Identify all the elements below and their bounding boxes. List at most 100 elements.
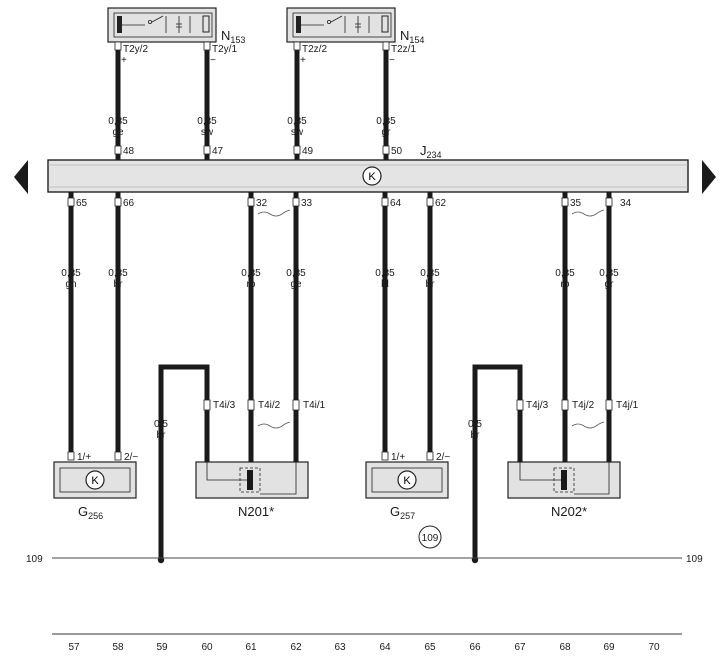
- svg-text:K: K: [403, 475, 411, 487]
- valve-n202: N202*: [507, 461, 621, 519]
- wire-size-label: 0,35: [197, 116, 217, 127]
- wire-size-label: 0,35: [108, 268, 128, 279]
- wire-size-label: 0,35: [599, 268, 619, 279]
- device-pin-label: T4i/3: [213, 400, 236, 411]
- wire-size-label: 0,5: [154, 419, 168, 430]
- relay-switch-icon: [117, 15, 210, 33]
- wire-color-label: gn: [65, 279, 76, 290]
- k-symbol-icon: K: [85, 470, 105, 490]
- k-symbol-icon: K: [397, 470, 417, 490]
- arrow-right-icon: [702, 160, 716, 194]
- top-wire-1: T2y/2 + 0,35 ge 48: [108, 41, 148, 160]
- twisted-pair-mark: [571, 421, 605, 429]
- ground-line-left-label: 109: [26, 554, 43, 565]
- ground-line-right-label: 109: [686, 554, 703, 565]
- pin-label: T2y/1: [212, 44, 237, 55]
- top-wire-2: T2y/1 − 0,35 sw 47: [197, 41, 237, 160]
- polarity-label: −: [389, 55, 395, 66]
- wire-size-label: 0,35: [375, 268, 395, 279]
- arrow-left-icon: [14, 160, 28, 194]
- wire-color-label: gr: [605, 279, 615, 290]
- grid-number: 57: [68, 642, 80, 653]
- polarity-label: +: [121, 55, 127, 66]
- bus-pin-label: 65: [76, 198, 88, 209]
- wire-size-label: 0,35: [376, 116, 396, 127]
- bottom-wire-7: 35 0,35 ro T4j/2: [555, 192, 595, 462]
- bus-pin-label: 33: [301, 198, 313, 209]
- wire-size-label: 0,35: [420, 268, 440, 279]
- wire-color-label: br: [114, 279, 124, 290]
- bottom-wire-4: 33 0,35 ge T4i/1: [286, 192, 326, 462]
- wire-color-label: ro: [247, 279, 256, 290]
- wire-color-label: br: [471, 430, 481, 441]
- top-wire-3: T2z/2 + 0,35 sw 49: [287, 41, 327, 160]
- grid-ruler: 57 58 59 60 61 62 63 64 65 66 67 68 69 7…: [52, 633, 682, 653]
- wire-color-label: br: [157, 430, 167, 441]
- grid-number: 66: [469, 642, 481, 653]
- control-unit-j234: K J234: [47, 143, 689, 193]
- n202-label: N202*: [551, 504, 587, 519]
- grid-number: 58: [112, 642, 124, 653]
- device-pin-label: 2/−: [436, 452, 450, 463]
- device-pin-label: T4i/2: [258, 400, 281, 411]
- wire-color-label: ro: [561, 279, 570, 290]
- wire-color-label: gr: [382, 127, 392, 138]
- wire-size-label: 0,35: [108, 116, 128, 127]
- top-wire-4: T2z/1 − 0,35 gr 50: [376, 41, 416, 160]
- device-pin-label: T4i/1: [303, 400, 326, 411]
- grid-number: 70: [648, 642, 660, 653]
- device-pin-label: T4j/1: [616, 400, 639, 411]
- ground-line-109: 109 109 109: [26, 525, 703, 565]
- bus-pin-label: 48: [123, 146, 135, 157]
- wire-size-label: 0,5: [468, 419, 482, 430]
- wire-color-label: ge: [290, 279, 302, 290]
- bus-pin-label: 32: [256, 198, 268, 209]
- component-n154: N154: [286, 7, 424, 45]
- bottom-wire-5: 64 0,35 bl 1/+: [375, 192, 405, 463]
- wire-size-label: 0,35: [241, 268, 261, 279]
- component-n153: N153: [107, 7, 245, 45]
- relay-switch-icon: [296, 15, 389, 33]
- wire-color-label: sw: [291, 127, 304, 138]
- bus-pin-label: 64: [390, 198, 402, 209]
- bus-pin-label: 62: [435, 198, 447, 209]
- wire-size-label: 0,35: [287, 116, 307, 127]
- device-pin-label: 2/−: [124, 452, 138, 463]
- bottom-wire-6: 62 0,35 br 2/−: [420, 192, 450, 463]
- bottom-wire-2: 66 0,35 br 2/−: [108, 192, 138, 463]
- grid-number: 63: [334, 642, 346, 653]
- n154-label: N154: [400, 28, 424, 45]
- grid-number: 59: [156, 642, 168, 653]
- svg-text:K: K: [368, 171, 376, 183]
- k-symbol-icon: K: [362, 166, 382, 186]
- device-pin-label: T4j/2: [572, 400, 595, 411]
- bottom-wire-8: 34 0,35 gr T4j/1: [599, 192, 639, 462]
- wire-size-label: 0,35: [61, 268, 81, 279]
- grid-number: 61: [245, 642, 257, 653]
- ground-ref-label: 109: [422, 533, 439, 544]
- pin-label: T2z/1: [391, 44, 416, 55]
- grid-number: 65: [424, 642, 436, 653]
- grid-number: 62: [290, 642, 302, 653]
- bus-pin-label: 47: [212, 146, 224, 157]
- twisted-pair-mark: [571, 209, 605, 217]
- wire-size-label: 0,35: [555, 268, 575, 279]
- sensor-g256: K G256: [53, 461, 137, 521]
- bus-pin-label: 66: [123, 198, 135, 209]
- wire-size-label: 0,35: [286, 268, 306, 279]
- bus-pin-label: 50: [391, 146, 403, 157]
- grid-number: 67: [514, 642, 526, 653]
- wire-color-label: sw: [201, 127, 214, 138]
- pin-label: T2y/2: [123, 44, 148, 55]
- sensor-g257: K G257: [365, 461, 449, 521]
- device-pin-label: T4j/3: [526, 400, 549, 411]
- twisted-pair-mark: [257, 421, 291, 429]
- grid-number: 64: [379, 642, 391, 653]
- wire-color-label: br: [426, 279, 436, 290]
- svg-text:K: K: [91, 475, 99, 487]
- polarity-label: +: [300, 55, 306, 66]
- wire-color-label: ge: [112, 127, 124, 138]
- bus-pin-label: 34: [620, 198, 632, 209]
- bus-pin-label: 35: [570, 198, 582, 209]
